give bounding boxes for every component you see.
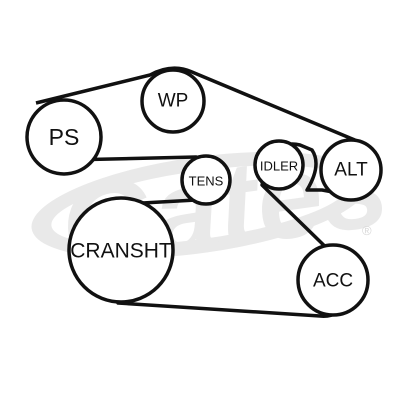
wp-pulley [140,68,206,134]
acc-label: ACC [313,271,353,292]
acc-pulley [296,243,370,317]
cransht-pulley [67,196,175,304]
wp-label: WP [158,91,189,112]
ps-pulley [25,98,103,176]
alt-label: ALT [334,160,368,181]
tens-label: TENS [189,174,224,189]
watermark-registered-mark: ® [362,223,372,238]
alt-pulley [319,138,383,202]
tens-pulley [180,154,232,206]
ps-label: PS [49,124,80,150]
cransht-label: CRANSHT [70,240,172,263]
idler-label: IDLER [260,159,298,174]
idler-pulley [253,139,305,191]
